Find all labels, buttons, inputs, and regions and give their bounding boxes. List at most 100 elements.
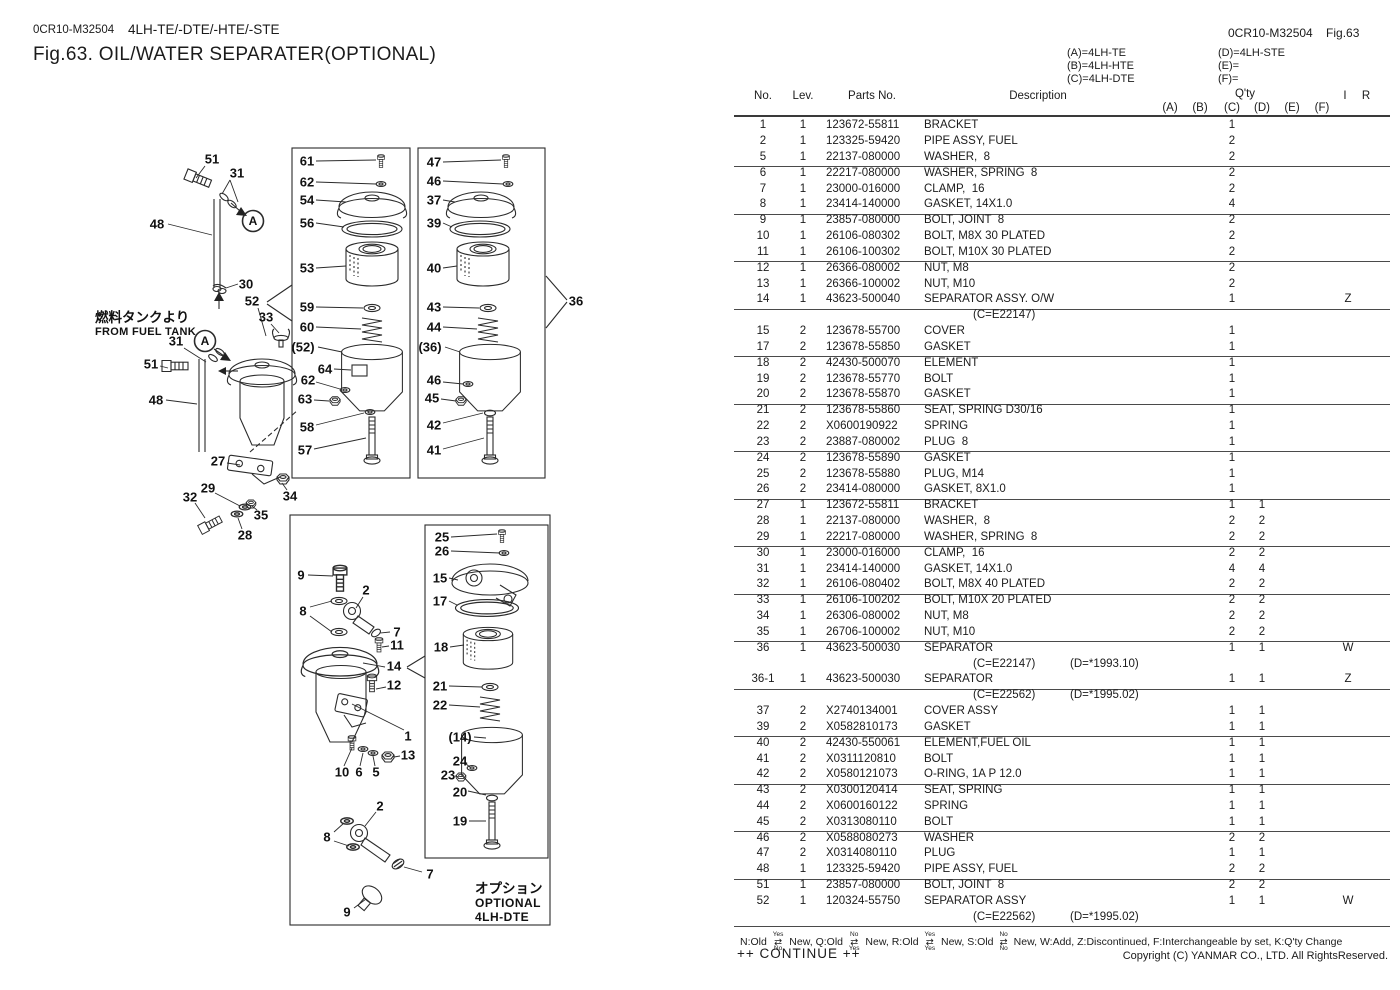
- diagram-callout-43: 43: [427, 300, 441, 315]
- cell-lev: 1: [799, 594, 807, 607]
- cell-parts: 23887-080002: [826, 435, 901, 448]
- cell-c: 2: [1228, 863, 1236, 876]
- leader-line: [333, 822, 345, 833]
- fuel-pipe-glyph: [213, 199, 221, 287]
- cell-no: 1: [759, 119, 767, 132]
- cover-54-glyph: [336, 191, 408, 219]
- cell-lev: 2: [799, 325, 807, 338]
- arrow-label: Yes: [924, 945, 936, 953]
- leader-line: [448, 600, 458, 606]
- col-header-f: (F): [1314, 102, 1330, 114]
- from-fuel-tank-label-en: FROM FUEL TANK: [95, 326, 196, 338]
- cell-no: 34: [756, 610, 770, 623]
- cell-parts: 26306-080002: [826, 610, 901, 623]
- interchange-arrow-icon: Yes⇄Yes: [924, 931, 936, 953]
- cell-c: 1: [1228, 847, 1236, 860]
- cell-parts: 26106-100202: [826, 594, 901, 607]
- cell-c: 2: [1228, 214, 1236, 227]
- leader-line: [359, 752, 364, 767]
- leader-line: [379, 631, 391, 634]
- cell-lev: 2: [799, 404, 807, 417]
- cell-lev: 2: [799, 340, 807, 353]
- cell-parts: 23857-080000: [826, 879, 901, 892]
- spring-60-glyph: [361, 317, 383, 343]
- cell-c: 1: [1228, 119, 1236, 132]
- arrow-label: No: [773, 945, 783, 953]
- cell-no: 22: [756, 420, 770, 433]
- leader-line: [450, 533, 498, 538]
- element-18-glyph: [462, 626, 514, 670]
- cell-lev: 2: [799, 356, 807, 369]
- cell-d: 2: [1258, 863, 1266, 876]
- leader-line: [313, 437, 367, 450]
- col-header-no: No.: [754, 90, 772, 102]
- cell-lev: 2: [799, 799, 807, 812]
- cell-lev: 1: [799, 214, 807, 227]
- cell-parts: 42430-500070: [826, 356, 901, 369]
- cell-lev: 2: [799, 752, 807, 765]
- cell-desc: CLAMP, 16: [924, 546, 985, 559]
- cell-desc: NUT, M8: [924, 610, 969, 623]
- cell-no: 37: [756, 705, 770, 717]
- cell-no: 12: [756, 261, 770, 274]
- diagram-callout-62: 62: [300, 175, 314, 190]
- cell-lev: 2: [799, 451, 807, 464]
- diagram-callout-61: 61: [300, 154, 314, 169]
- cell-lev: 1: [799, 135, 807, 148]
- cell-flag: W: [1342, 894, 1354, 907]
- cell-note: (C=E22562): [973, 689, 1036, 702]
- col-header-description: Description: [1009, 90, 1067, 102]
- diagram-callout-31: 31: [230, 166, 244, 181]
- legend-new-label: New,: [938, 936, 968, 949]
- cell-desc: BOLT, M8X 40 PLATED: [924, 578, 1046, 591]
- diagram-callout-15: 15: [433, 571, 447, 586]
- leader-line: [473, 736, 487, 739]
- cell-d: 1: [1258, 499, 1266, 512]
- interchange-arrow-icon: No⇄Yes: [849, 931, 860, 953]
- cell-no: 17: [756, 340, 770, 353]
- diagram-callout-62: 62: [301, 373, 315, 388]
- cell-c: 2: [1228, 277, 1236, 290]
- diagram-callout-A: A: [249, 214, 258, 228]
- cell-desc: BOLT, M8X 30 PLATED: [924, 230, 1046, 243]
- cell-no: 41: [756, 752, 770, 765]
- cell-parts: X0600160122: [826, 799, 898, 812]
- leader-line: [442, 381, 464, 385]
- diagram-callout-14: (14): [448, 730, 471, 745]
- pipe-joint-2-glyph: [352, 615, 375, 635]
- diagram-callout-18: 18: [434, 640, 448, 655]
- model-legend-left: (A)=4LH-TE(B)=4LH-HTE(C)=4LH-DTE: [1067, 47, 1135, 86]
- cell-d: 1: [1258, 894, 1266, 907]
- spring-22-glyph: [479, 696, 501, 722]
- bottom-assembly-box: [289, 514, 551, 926]
- col-header-b: (B): [1192, 102, 1208, 114]
- diagram-callout-2: 2: [376, 799, 383, 814]
- leader-line: [351, 703, 405, 731]
- cell-c: 1: [1228, 325, 1236, 338]
- element-53-glyph: [345, 241, 399, 287]
- cell-lev: 2: [799, 483, 807, 496]
- cell-no: 9: [759, 214, 767, 227]
- cell-no: 11: [757, 245, 769, 258]
- double-arrow-glyph: ⇄: [925, 936, 934, 948]
- bolt-51b-glyph: [161, 359, 189, 373]
- cell-desc: NUT, M8: [924, 261, 969, 274]
- cell-c: 1: [1228, 435, 1236, 448]
- diagram-callout-5: 5: [372, 765, 379, 780]
- cell-parts: 123678-55860: [826, 404, 901, 417]
- cell-lev: 2: [799, 736, 807, 749]
- leader-line: [375, 686, 387, 690]
- cell-parts: X0582810173: [826, 720, 898, 733]
- leader-line: [444, 346, 461, 353]
- cell-parts: 23414-080000: [826, 483, 901, 496]
- leader-line: [229, 179, 239, 203]
- pipe-joint-2b-glyph: [360, 837, 391, 863]
- diagram-callout-52: 52: [245, 294, 259, 309]
- diagram-callout-35: 35: [254, 508, 268, 523]
- cell-desc: SPRING: [924, 420, 969, 433]
- fuel-pipe-glyph: [198, 359, 206, 452]
